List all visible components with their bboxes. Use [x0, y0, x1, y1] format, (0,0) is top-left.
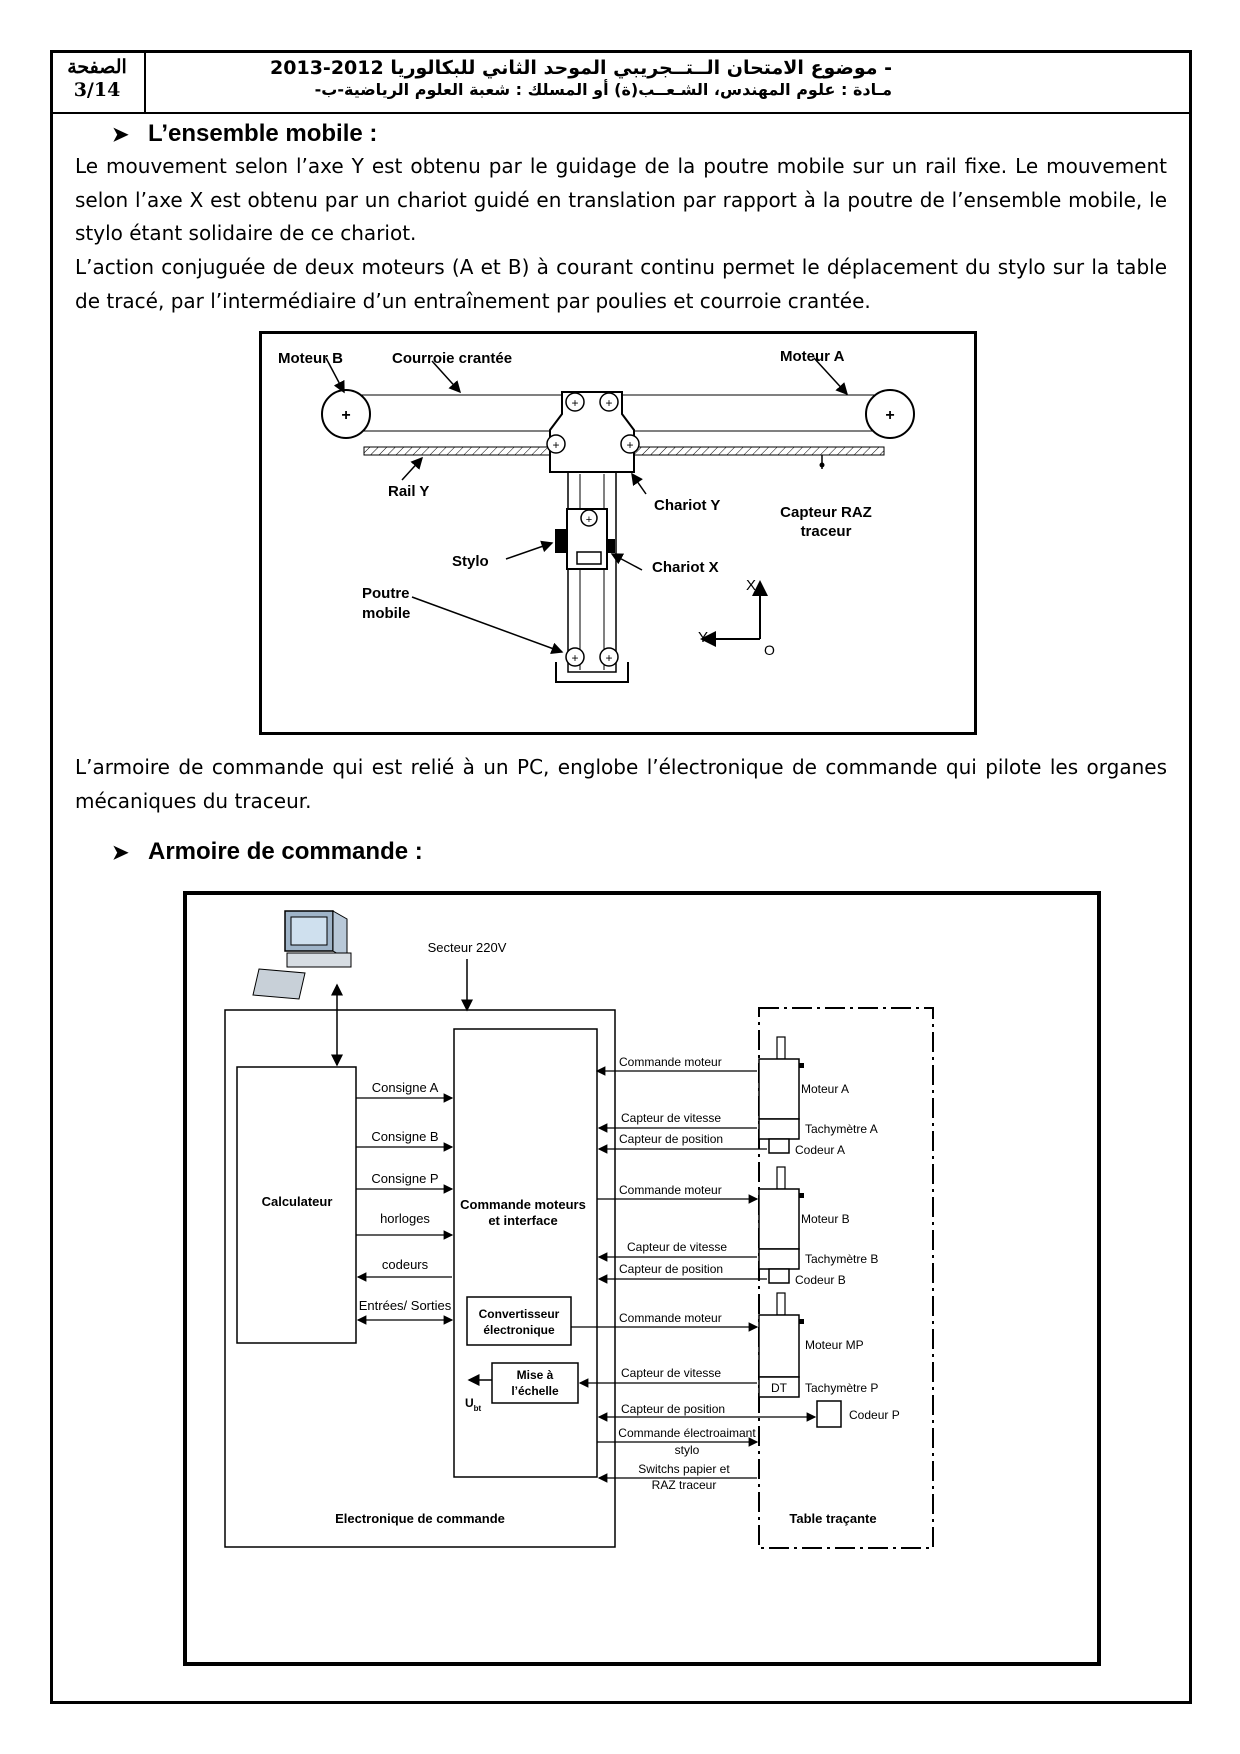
label-ubt: Ubt — [465, 1396, 482, 1413]
label-codeur-p: Codeur P — [849, 1408, 900, 1422]
svg-text:+: + — [885, 407, 894, 424]
svg-text:+: + — [571, 396, 578, 410]
label-cmd-moteur-mp: Commande moteur — [619, 1311, 722, 1325]
label-mobile: mobile — [362, 605, 410, 622]
table-tracante-box — [758, 1007, 934, 1549]
axis-y-label: Y — [698, 629, 708, 646]
stylo-shape — [555, 529, 567, 553]
poutre-mobile-shape — [567, 471, 617, 673]
label-chariot-y: Chariot Y — [654, 497, 720, 514]
label-moteur-b: Moteur B — [801, 1212, 850, 1226]
label-calculateur: Calculateur — [262, 1194, 333, 1209]
label-codeur-a: Codeur A — [795, 1143, 845, 1157]
label-stylo: Stylo — [452, 553, 489, 570]
label-moteur-mp: Moteur MP — [805, 1338, 864, 1352]
section-title-ensemble-mobile: ➤L’ensemble mobile : — [112, 120, 378, 147]
label-switchs-2: RAZ traceur — [652, 1478, 717, 1492]
label-mise-1: Mise à — [517, 1368, 554, 1382]
page-frame — [50, 50, 1192, 1704]
label-moteur-a: Moteur A — [780, 348, 845, 365]
page-number: 3/14 — [73, 79, 121, 101]
label-horloges: horloges — [380, 1211, 430, 1226]
header-line-2: مـادة : علوم المهندس، الشـعــب(ة) أو الم… — [314, 80, 892, 99]
header-line-1: - موضوع الامتحان الــتــجريبي الموحد الث… — [270, 57, 892, 79]
svg-text:+: + — [605, 396, 612, 410]
label-capteur-position-p: Capteur de position — [621, 1402, 725, 1416]
figure-armoire-de-commande: Secteur 220V Electronique de commande Ca… — [183, 891, 1101, 1666]
svg-text:+: + — [586, 514, 592, 526]
computer-icon — [252, 910, 352, 1000]
pulley-moteur-a — [865, 389, 915, 439]
label-secteur: Secteur 220V — [428, 940, 507, 955]
commande-moteurs-box — [453, 1028, 598, 1478]
label-capteur-raz: Capteur RAZ — [780, 504, 872, 521]
label-cmd-moteur-b: Commande moteur — [619, 1183, 722, 1197]
moteur-b-shape — [758, 1188, 800, 1250]
label-codeur-b: Codeur B — [795, 1273, 846, 1287]
figure-ensemble-mobile: + + + + + + + + + Moteur B Courroie cran… — [259, 331, 977, 735]
convertisseur-box — [466, 1296, 572, 1346]
svg-text:+: + — [341, 407, 350, 424]
chariot-y-shape — [549, 391, 635, 473]
label-entrees-sorties: Entrées/ Sorties — [359, 1298, 452, 1313]
arrow-bullet-icon: ➤ — [112, 124, 129, 146]
ensemble-mobile-diagram: + + + + + + + + + Moteur B Courroie cran… — [278, 348, 915, 683]
label-capteur-position-a: Capteur de position — [619, 1132, 723, 1146]
label-codeurs: codeurs — [382, 1257, 429, 1272]
label-convertisseur-1: Convertisseur — [479, 1307, 560, 1321]
label-tachy-b: Tachymètre B — [805, 1252, 878, 1266]
label-consigne-a: Consigne A — [372, 1080, 439, 1095]
label-cmd-moteur-a: Commande moteur — [619, 1055, 722, 1069]
page-header: الصفحة 3/14 - موضوع الامتحان الــتــجريب… — [50, 50, 1192, 114]
label-electronique: Electronique de commande — [335, 1511, 505, 1526]
label-chariot-x: Chariot X — [652, 559, 719, 576]
label-courroie: Courroie crantée — [392, 350, 512, 367]
pulley-moteur-b — [321, 389, 371, 439]
page-number-cell: الصفحة 3/14 — [50, 50, 146, 112]
arrow-bullet-icon: ➤ — [112, 842, 129, 864]
axis-x-label: X — [746, 577, 756, 594]
label-convertisseur-2: électronique — [483, 1323, 555, 1337]
header-title: - موضوع الامتحان الــتــجريبي الموحد الث… — [270, 56, 892, 100]
paragraph-moteurs: L’action conjuguée de deux moteurs (A et… — [75, 255, 1167, 313]
label-capteur-position-b: Capteur de position — [619, 1262, 723, 1276]
label-tachy-p: Tachymètre P — [805, 1381, 878, 1395]
label-dt: DT — [771, 1381, 788, 1395]
paragraph-armoire: L’armoire de commande qui est relié à un… — [75, 755, 1167, 813]
label-electroaimant-1: Commande électroaimant — [618, 1426, 756, 1440]
axis-o-label: O — [764, 642, 775, 658]
label-capteur-vitesse-b: Capteur de vitesse — [627, 1240, 727, 1254]
label-commande-2: et interface — [488, 1213, 557, 1228]
label-rail-y: Rail Y — [388, 483, 429, 500]
calculateur-box — [236, 1066, 357, 1344]
moteur-a-shape — [758, 1058, 800, 1120]
label-electroaimant-2: stylo — [675, 1443, 700, 1457]
label-moteur-b: Moteur B — [278, 350, 343, 367]
armoire-diagram: Secteur 220V Electronique de commande Ca… — [224, 910, 934, 1549]
svg-text:+: + — [605, 651, 612, 665]
label-table: Table traçante — [789, 1511, 876, 1526]
svg-text:+: + — [571, 651, 578, 665]
label-capteur-vitesse-p: Capteur de vitesse — [621, 1366, 721, 1380]
label-capteur-vitesse-a: Capteur de vitesse — [621, 1111, 721, 1125]
section-title-armoire: ➤Armoire de commande : — [112, 838, 423, 865]
page-label: الصفحة — [67, 56, 127, 78]
label-consigne-p: Consigne P — [371, 1171, 438, 1186]
label-commande-1: Commande moteurs — [460, 1197, 586, 1212]
capteur-raz-shape — [819, 462, 825, 468]
svg-text:+: + — [552, 438, 559, 452]
label-mise-2: l’échelle — [511, 1384, 559, 1398]
mise-echelle-box — [491, 1362, 579, 1404]
label-switchs-1: Switchs papier et — [638, 1462, 730, 1476]
label-poutre: Poutre — [362, 585, 410, 602]
svg-text:+: + — [626, 438, 633, 452]
label-consigne-b: Consigne B — [371, 1129, 438, 1144]
moteur-mp-shape — [758, 1314, 800, 1378]
codeur-p-shape — [816, 1400, 842, 1428]
label-tachy-a: Tachymètre A — [805, 1122, 878, 1136]
label-moteur-a: Moteur A — [801, 1082, 849, 1096]
paragraph-mouvement: Le mouvement selon l’axe Y est obtenu pa… — [75, 154, 1167, 245]
label-traceur: traceur — [801, 523, 852, 540]
